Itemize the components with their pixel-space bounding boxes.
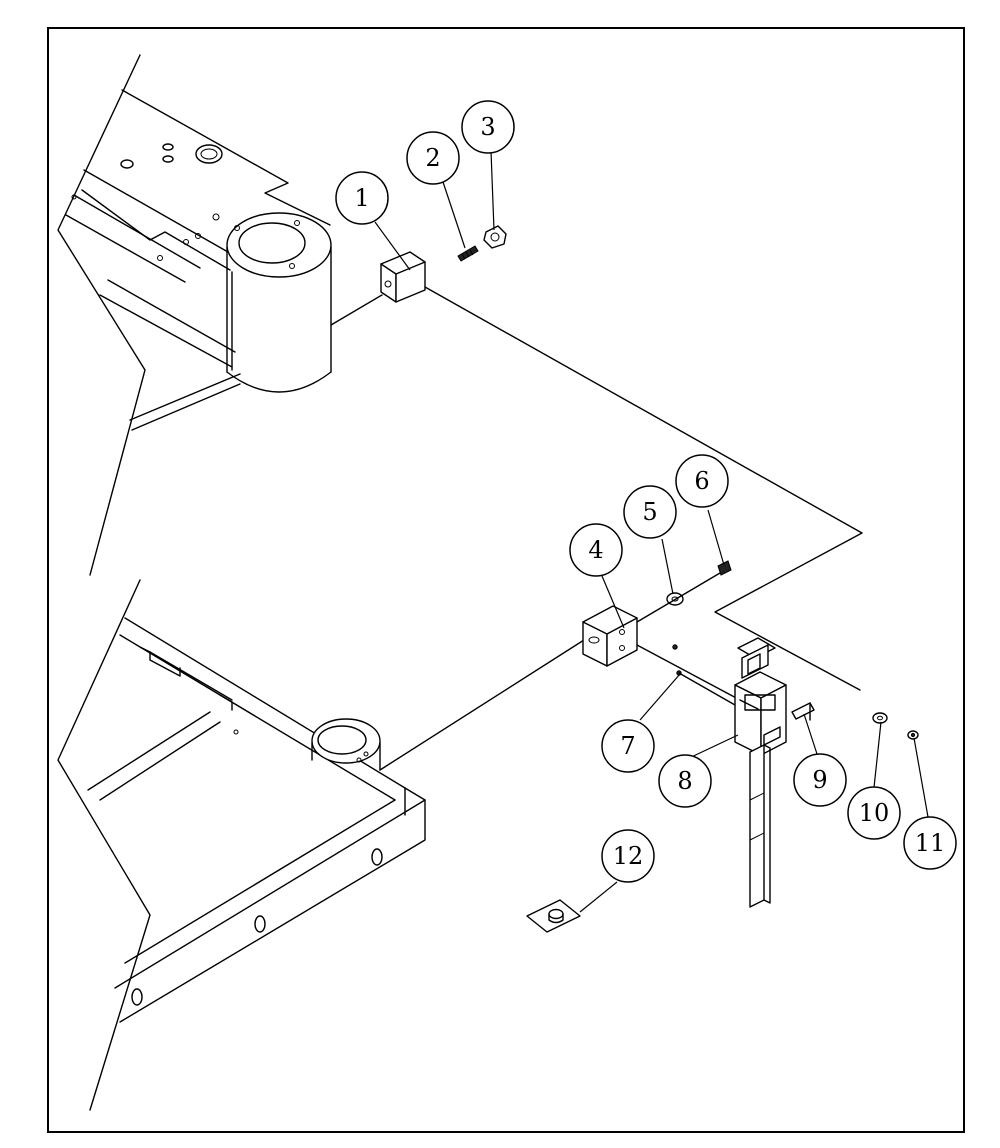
callout-circle	[847, 786, 901, 840]
callout-circle	[793, 753, 847, 807]
part-9-clip	[791, 702, 815, 721]
callout-number: 12	[613, 842, 644, 870]
callout-circle	[569, 523, 623, 577]
callout-number: 4	[588, 536, 603, 564]
callout-2: 2	[406, 131, 460, 185]
callout-circle	[406, 131, 460, 185]
callout-12: 12	[601, 829, 655, 883]
callout-circle	[335, 171, 389, 225]
part-11-screw	[907, 730, 919, 740]
part-6-screw	[717, 560, 732, 576]
callout-circle	[675, 454, 729, 508]
part-8-scale-gauge	[734, 637, 787, 908]
callout-number: 1	[354, 184, 369, 212]
callout-circle	[601, 719, 655, 773]
callout-number: 5	[642, 498, 657, 526]
drawing-frame	[47, 27, 965, 1133]
callout-11: 11	[903, 816, 957, 870]
connection-line-upper	[424, 286, 863, 691]
callout-8: 8	[658, 754, 712, 808]
callout-circle	[461, 100, 515, 154]
callout-number: 8	[677, 767, 692, 795]
lower-table-corner	[57, 579, 585, 1111]
callout-1: 1	[335, 171, 389, 225]
connection-line-gauge	[636, 644, 741, 701]
callout-3: 3	[461, 100, 515, 154]
part-3-nut	[483, 225, 507, 249]
callout-number: 3	[480, 113, 495, 141]
callout-10: 10	[847, 786, 901, 840]
callout-4: 4	[569, 523, 623, 577]
callout-number: 10	[859, 799, 890, 827]
callout-number: 9	[812, 766, 827, 794]
part-12-pad	[526, 899, 581, 933]
callout-number: 6	[694, 467, 709, 495]
callout-number: 11	[915, 829, 946, 857]
callout-9: 9	[793, 753, 847, 807]
callout-circle	[903, 816, 957, 870]
callout-number: 7	[620, 732, 635, 760]
part-4-bracket	[582, 605, 638, 667]
callout-7: 7	[601, 719, 655, 773]
part-2-set-screw	[457, 245, 479, 262]
part-7-pins	[672, 644, 736, 706]
connection-line-screw	[636, 572, 721, 623]
callout-circle	[658, 754, 712, 808]
part-10-washer	[872, 712, 888, 724]
part-1-bracket	[380, 251, 426, 303]
callout-6: 6	[675, 454, 729, 508]
upper-table-corner	[57, 54, 383, 576]
callout-5: 5	[623, 485, 677, 539]
leader-lines	[374, 150, 929, 913]
callout-number: 2	[425, 144, 440, 172]
callout-circle	[601, 829, 655, 883]
callout-circle	[623, 485, 677, 539]
